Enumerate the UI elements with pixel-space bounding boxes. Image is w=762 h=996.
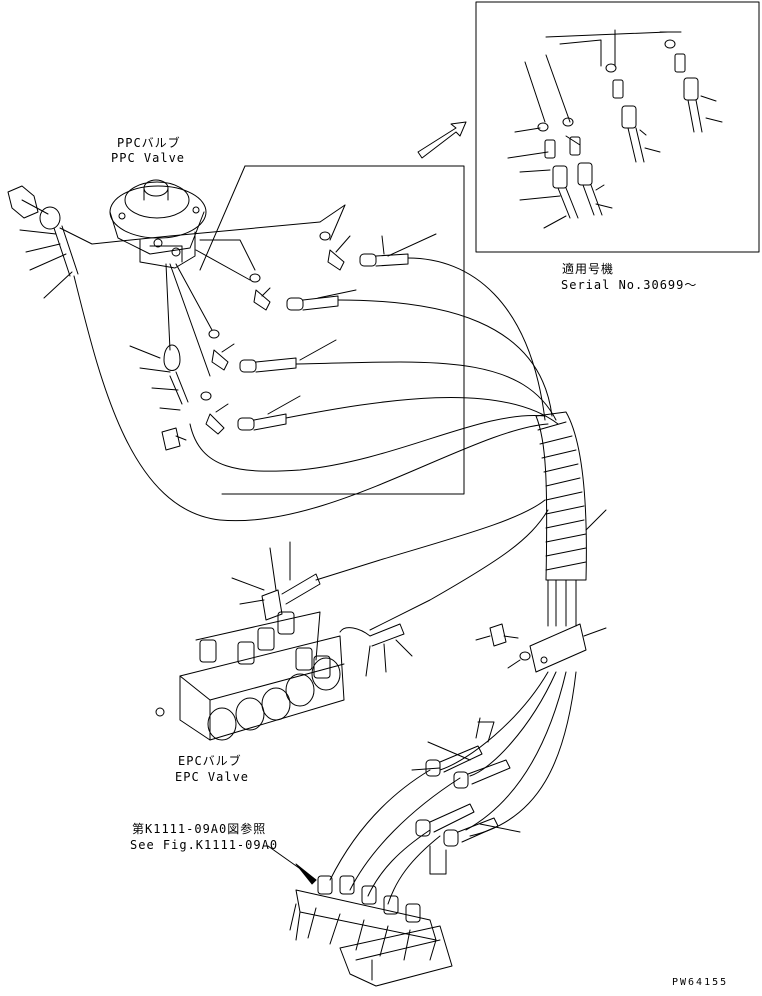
hose-group-box bbox=[199, 165, 465, 495]
inset-arrow bbox=[417, 121, 467, 159]
elbow-fittings bbox=[200, 204, 351, 435]
lower-fittings bbox=[411, 717, 521, 875]
epc-valve bbox=[155, 499, 549, 741]
reference-label-jp: 第K1111-09A0図参照 bbox=[132, 822, 267, 836]
reference-label-en: See Fig.K1111-09A0 bbox=[130, 838, 279, 852]
ppc-valve-label-en: PPC Valve bbox=[111, 151, 186, 165]
lower-bundle-and-clamp bbox=[329, 579, 607, 905]
ppc-valve bbox=[109, 179, 207, 269]
left-bolt-assembly bbox=[7, 185, 321, 299]
spiral-sleeve bbox=[535, 411, 607, 581]
drawing-number: PW64155 bbox=[672, 977, 729, 988]
inset-detail-box bbox=[475, 1, 760, 253]
hose-bundle-routes bbox=[73, 257, 559, 522]
applicable-label-jp: 適用号機 bbox=[562, 262, 615, 276]
epc-valve-label-en: EPC Valve bbox=[175, 770, 250, 784]
ppc-leaders bbox=[129, 204, 346, 411]
serial-label: Serial No.30699～ bbox=[561, 278, 698, 292]
ppc-valve-label-jp: PPCバルブ bbox=[117, 136, 181, 150]
lower-valve-block bbox=[267, 845, 453, 987]
hose-end-fittings bbox=[237, 233, 437, 431]
epc-valve-label-jp: EPCバルブ bbox=[178, 754, 242, 768]
small-screws bbox=[161, 344, 189, 451]
